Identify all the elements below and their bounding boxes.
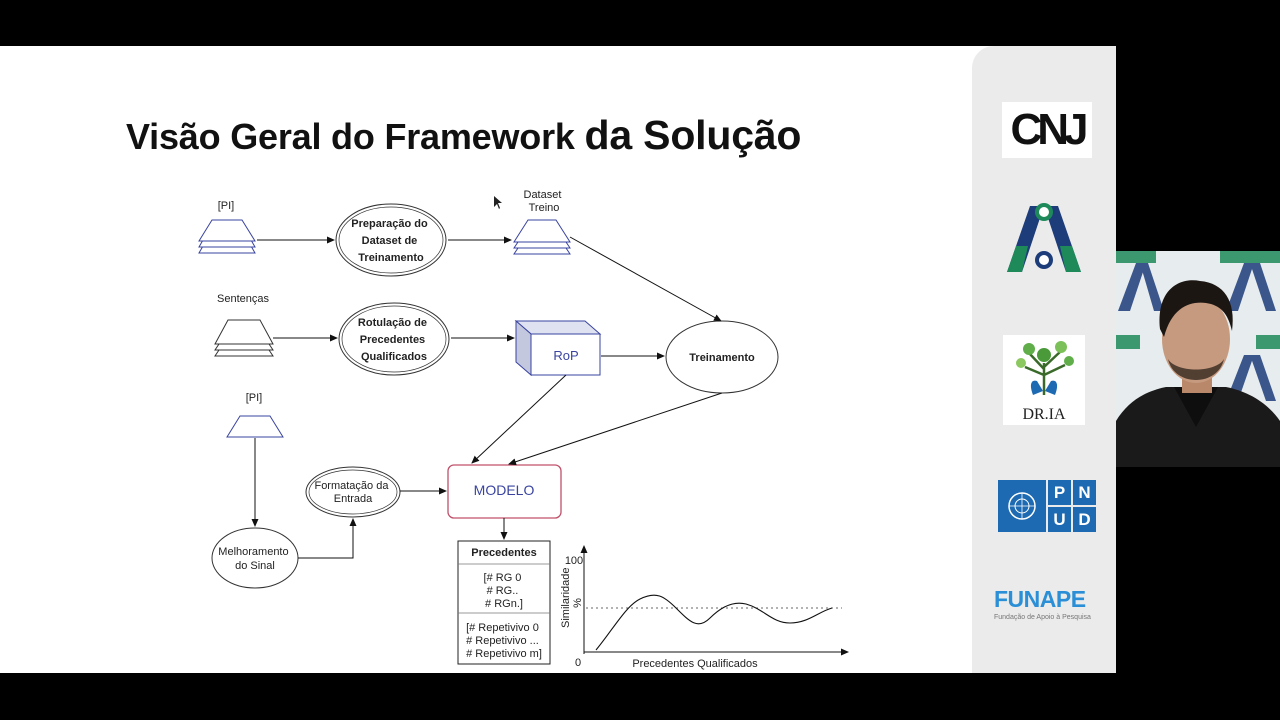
formatacao-label: Formatação da Entrada xyxy=(314,480,391,505)
a-emblem-logo xyxy=(1007,203,1081,272)
dr-ia-logo: DR.IA xyxy=(1003,335,1085,425)
similarity-plot xyxy=(580,545,849,656)
flow-arrows xyxy=(251,236,723,559)
melhoramento-label: Melhoramento do Sinal xyxy=(218,546,291,572)
input-pi-stack-icon xyxy=(198,219,256,254)
formatacao-node xyxy=(305,466,401,518)
rotulacao-node xyxy=(338,302,450,376)
dataset-treino-label: Dataset Treino xyxy=(524,189,565,214)
y-axis-label: Similaridade xyxy=(560,567,572,628)
x-axis-label: Precedentes Qualificados xyxy=(632,658,758,670)
framework-diagram: [PI] Preparação do Dataset de Treinament… xyxy=(198,189,849,670)
cnj-logo: CNJ xyxy=(1002,102,1092,158)
y-max-tick: 100 xyxy=(565,555,583,567)
slide: Visão Geral do Framework da Solução [PI]… xyxy=(0,46,1116,673)
treinamento-label: Treinamento xyxy=(689,352,755,364)
slide-title: Visão Geral do Framework da Solução xyxy=(126,112,801,159)
y-unit-label: % xyxy=(572,598,584,608)
rg-list: [# RG 0 # RG.. # RGn.] xyxy=(484,572,525,610)
melhoramento-node xyxy=(211,527,299,589)
input-pi-label: [PI] xyxy=(218,200,235,212)
precedentes-header: Precedentes xyxy=(471,547,536,559)
y-min-tick: 0 xyxy=(575,657,581,669)
input-pi-2-icon xyxy=(226,415,284,438)
rop-label: RoP xyxy=(553,348,578,363)
mouse-cursor-icon xyxy=(494,196,502,209)
rop-cube xyxy=(514,319,602,377)
rotulacao-label: Rotulação de Precedentes Qualificados xyxy=(358,317,430,363)
similarity-curve xyxy=(595,594,833,651)
presenter-webcam xyxy=(1116,251,1280,467)
sponsor-sidebar: CNJ DR.IA xyxy=(972,46,1116,673)
precedentes-output-box xyxy=(457,540,551,665)
prep-dataset-label: Preparação do Dataset de Treinamento xyxy=(351,218,430,264)
sentencas-stack-icon xyxy=(214,319,274,357)
input-pi-2-label: [PI] xyxy=(246,392,263,404)
dataset-treino-stack-icon xyxy=(513,219,571,255)
modelo-label: MODELO xyxy=(474,482,535,498)
prep-dataset-node xyxy=(335,203,447,277)
tree-hands-icon xyxy=(1016,341,1074,395)
repetitivo-list: [# Repetivivo 0 # Repetivivo ... # Repet… xyxy=(466,622,542,660)
title-part-2: da Solução xyxy=(584,112,802,158)
un-emblem-icon xyxy=(998,480,1046,532)
sentencas-label: Sentenças xyxy=(217,293,269,305)
pnud-logo: P N U D xyxy=(998,480,1096,532)
title-part-1: Visão Geral do Framework xyxy=(126,116,575,157)
funape-logo: FUNAPE Fundação de Apoio à Pesquisa xyxy=(994,586,1091,621)
presenter-video-frame xyxy=(1116,251,1280,467)
